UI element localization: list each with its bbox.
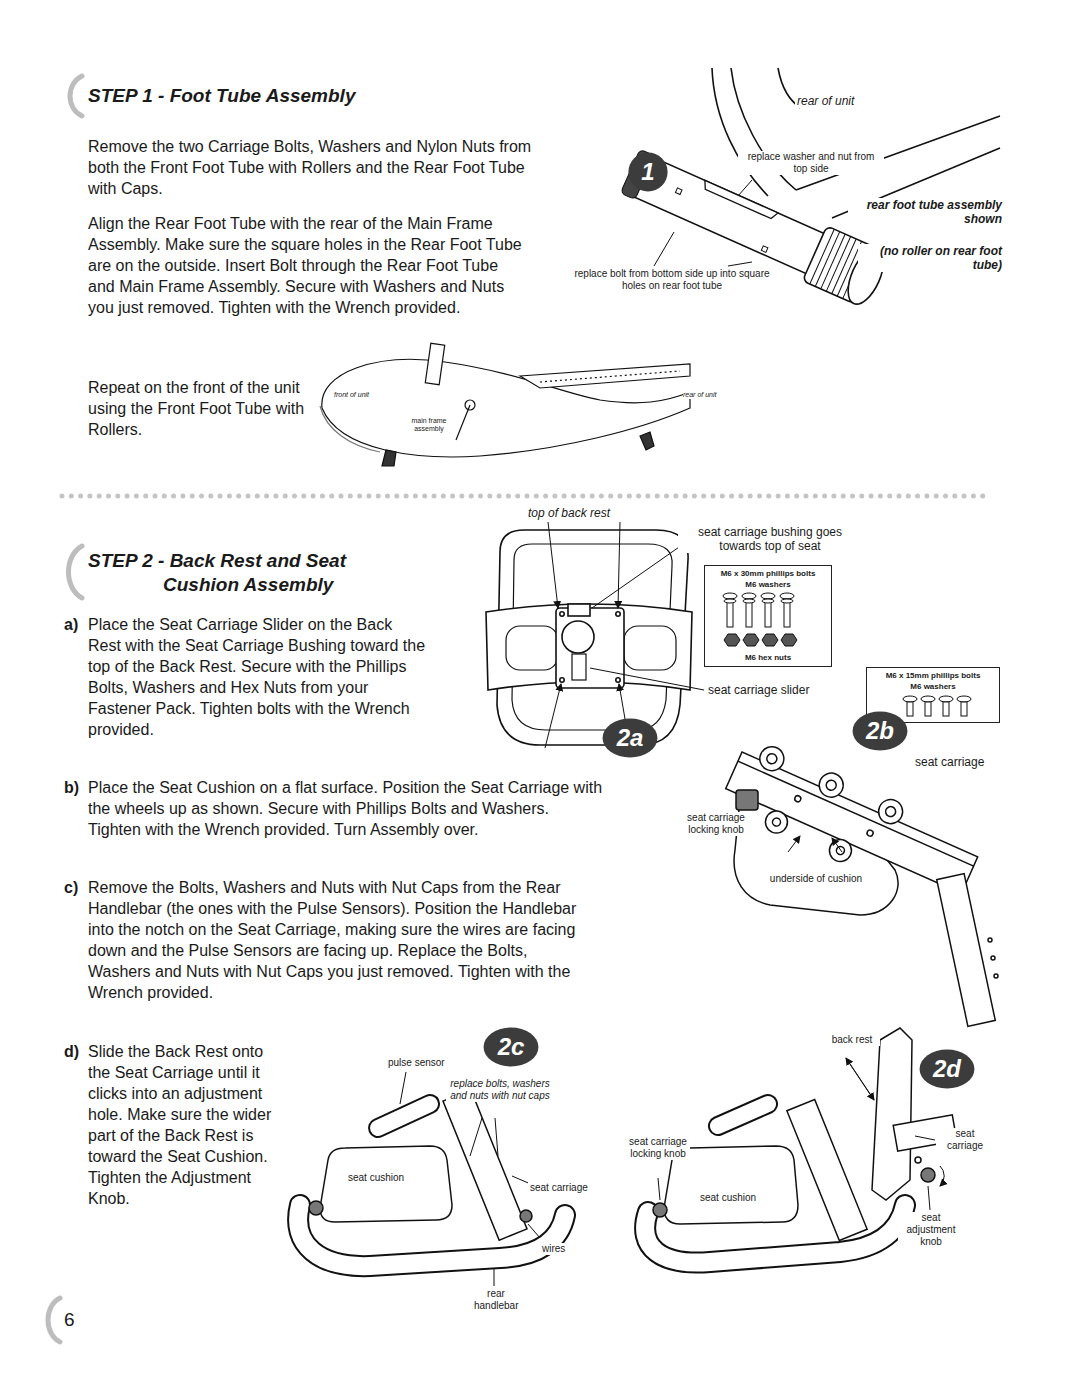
step-letter: a) [64,614,78,635]
callout-number: 2d [933,1055,961,1083]
page-number: 6 [64,1309,75,1331]
callout-number: 1 [628,152,668,192]
callout-number: 2b [852,711,908,751]
part-label: replace bolt from bottom side up into sq… [560,268,784,292]
leader-line [545,522,704,748]
back-rest [653,1028,957,1241]
leader-line [788,836,842,852]
part-label: rear of unit [683,391,716,399]
leader-line [400,1072,540,1286]
part-label: (no roller on rear foot tube) [858,244,1004,272]
fastener-drawing [903,696,971,716]
callout-circle [853,711,908,750]
part-label: rear foot tube assembly shown [848,198,1004,226]
callout-number: 1 [641,158,654,186]
page-bracket [48,1298,60,1342]
callout-number: 2a [602,718,658,758]
step-letter: d) [64,1041,79,1062]
fastener-label: M6 x 30mm phillips bolts [705,569,831,579]
instruction-text: Place the Seat Cushion on a flat surface… [88,777,603,840]
instruction-text: Align the Rear Foot Tube with the rear o… [88,213,528,318]
part-label: replace bolts, washers and nuts with nut… [446,1078,554,1102]
part-label: seat carriage locking knob [626,1136,690,1160]
part-label: seat carriage [936,1128,994,1152]
part-label: front of unit [334,391,369,399]
leader-line [654,180,752,266]
callout-number: 2a [617,724,644,752]
instruction-text: Slide the Back Rest onto the Seat Carria… [88,1041,278,1209]
part-label: underside of cushion [766,873,866,885]
main-frame [320,343,690,466]
step-letter: c) [64,877,78,898]
fastener-label: M6 washers [705,580,831,590]
part-label: wires [540,1243,567,1255]
rear-handlebar [645,1104,905,1263]
part-label: pulse sensor [386,1057,447,1069]
fastener-label: M6 washers [867,682,999,692]
part-label: seat cushion [346,1172,406,1184]
instruction-text: Remove the two Carriage Bolts, Washers a… [88,136,538,199]
callout-number: 2d [919,1049,975,1089]
part-label: replace washer and nut from top side [738,151,884,175]
step-bracket [69,546,83,598]
callout-number: 2c [483,1027,539,1067]
part-label: seat carriage [913,755,986,769]
callout-circle [628,152,667,191]
callout-circle [484,1027,539,1066]
callout-circle [920,1049,975,1088]
part-label: back rest [824,1034,880,1046]
part-label: seat carriage locking knob [682,812,750,836]
part-label: rear of unit [795,94,856,108]
seat-cushion [309,1090,532,1240]
dotted-separator [62,494,990,499]
instruction-text: Place the Seat Carriage Slider on the Ba… [88,614,428,740]
instruction-text: Repeat on the front of the unit using th… [88,377,316,440]
part-label: top of back rest [526,506,612,520]
part-label: seat adjustment knob [898,1212,964,1248]
instruction-text: Remove the Bolts, Washers and Nuts with … [88,877,593,1003]
back-rest [486,530,692,745]
leader-line [658,1058,944,1210]
callout-number: 2c [498,1033,525,1061]
part-label: seat carriage [528,1182,590,1194]
frame-leg [712,68,1000,218]
fastener-drawing [723,593,797,646]
part-label: main frame assembly [404,417,454,433]
fastener-label: M6 hex nuts [705,653,831,663]
step-letter: b) [64,777,79,798]
callout-circle [603,718,658,757]
seat-carriage [717,736,998,1027]
step-bracket [70,76,82,116]
part-label: seat cushion [698,1192,758,1204]
step-heading: STEP 1 - Foot Tube Assembly [88,84,355,108]
fastener-pack-box: M6 x 30mm phillips boltsM6 washers M6 hex… [704,565,832,667]
part-label: seat carriage slider [706,683,811,697]
part-label: rear handlebar [472,1288,520,1312]
rear-handlebar [298,1104,565,1266]
step-heading: STEP 2 - Back Rest and Seat Cushion Asse… [88,549,413,597]
part-label: seat carriage bushing goes towards top o… [678,525,862,553]
fastener-label: M6 x 15mm phillips bolts [867,671,999,681]
callout-number: 2b [866,717,894,745]
